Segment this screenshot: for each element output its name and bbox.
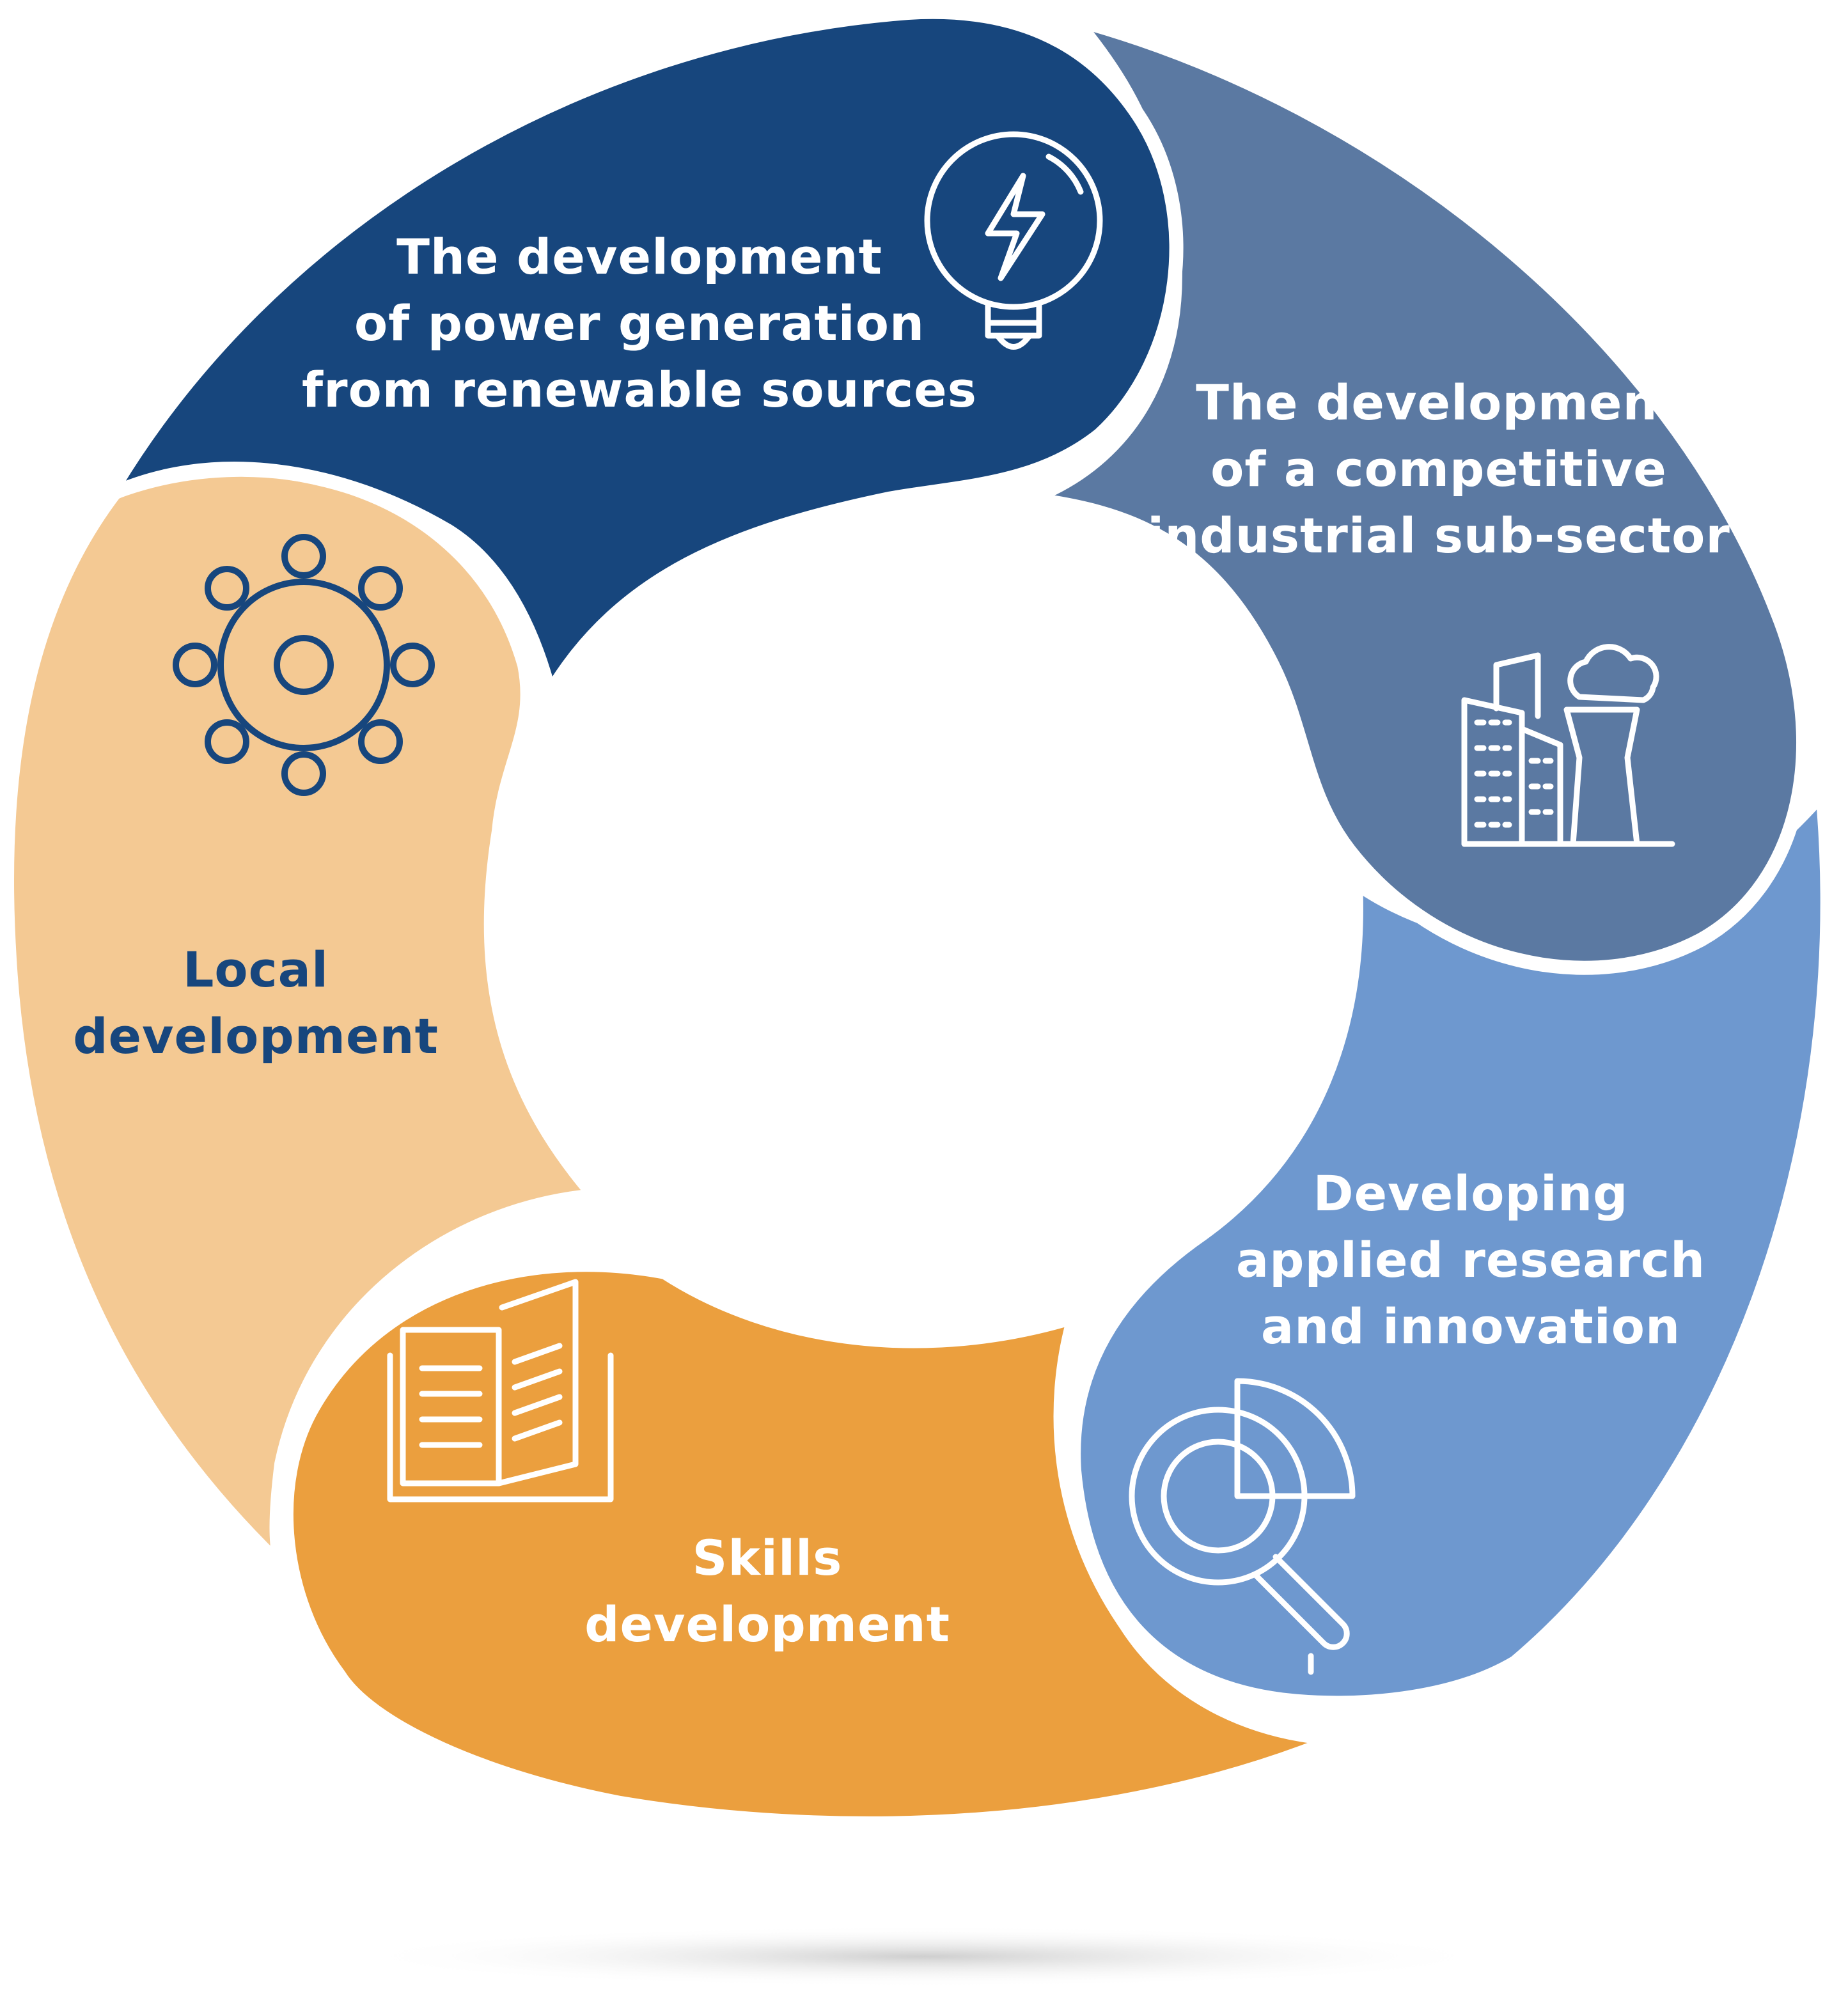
label-line: of power generation [354,295,925,352]
ground-shadow [348,1926,1500,1987]
label-line: of a competitive [1210,441,1667,497]
open-book-icon [387,1279,614,1502]
label-power-generation: The development of power generation from… [269,224,1010,423]
magnifier-pie-chart-icon [1129,1378,1356,1675]
label-line: development [584,1596,950,1653]
label-line: industrial sub-sector [1147,507,1730,564]
segment-industrial-sub-sector [1022,12,1810,975]
label-line: Skills [692,1529,843,1586]
label-line: development [73,1008,439,1065]
label-line: The development [396,228,882,285]
label-local-development: Local development [45,937,467,1070]
label-industrial-sub-sector: The development of a competitive industr… [1113,370,1765,569]
segment-local-development [0,462,602,1573]
label-line: The development [1196,374,1682,431]
label-applied-research: Developing applied research and innovati… [1177,1160,1765,1360]
label-line: and innovation [1260,1298,1681,1355]
label-line: applied research [1235,1231,1706,1288]
factory-buildings-icon [1461,644,1675,847]
segment-skills-development [279,1258,1343,1830]
gear-icon [173,534,435,796]
label-skills-development: Skills development [550,1525,985,1658]
label-line: Developing [1313,1165,1629,1222]
label-line: from renewable sources [302,361,977,418]
segment-power-generation [102,4,1184,701]
lightbulb-lightning-icon [924,131,1103,350]
label-line: Local [182,941,329,998]
